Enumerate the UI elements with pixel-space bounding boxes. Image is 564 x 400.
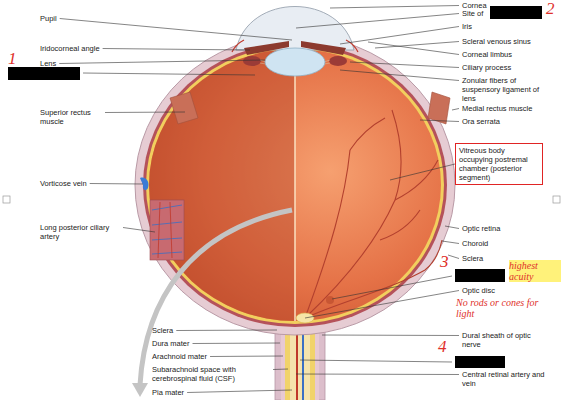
leader-line [296, 14, 459, 29]
leader-line [322, 335, 459, 337]
part-label: Ciliary process [462, 63, 511, 72]
part-label: Medial rectus muscle [462, 104, 532, 113]
part-label: Subarachnoid space with cerebrospinal fl… [152, 365, 270, 383]
leader-line [296, 374, 459, 376]
callout-number: 1 [8, 50, 17, 67]
note-box: Vitreous body occupying postremal chambe… [455, 143, 543, 185]
leader-line [390, 164, 455, 180]
part-label: Ora serrata [462, 117, 500, 126]
leader-line [350, 62, 459, 68]
handwritten-note: No rods or cones for light [456, 297, 556, 319]
handwritten-note: highest acuity [509, 260, 561, 282]
part-label: Long posterior ciliary artery [40, 223, 120, 241]
leader-line [442, 241, 459, 244]
part-label: Iridocorneal angle [40, 44, 100, 53]
leader-line [340, 27, 459, 45]
leader-line [452, 109, 459, 111]
part-label: Sclera [462, 254, 483, 263]
part-label: Pupil [40, 14, 57, 23]
part-label: Scleral venous sinus [462, 37, 531, 46]
leader-line [60, 19, 292, 41]
part-label: Choroid [462, 239, 488, 248]
part-label: Optic retina [462, 224, 500, 233]
part-label: Arachnoid mater [152, 352, 207, 361]
leader-line [105, 112, 185, 114]
note-text: Vitreous body occupying postremal chambe… [459, 146, 539, 182]
part-label: Central retinal artery and vein [462, 370, 552, 388]
leader-line [103, 49, 250, 51]
part-label: Site of [462, 9, 483, 18]
leader-line [330, 6, 459, 9]
leader-line [305, 291, 459, 319]
leader-line [445, 226, 459, 229]
leader-line [340, 70, 459, 81]
part-label: Pia mater [152, 388, 184, 397]
callout-number: 3 [440, 253, 449, 270]
leader-line [193, 343, 280, 345]
leader-line [90, 183, 143, 185]
leader-line [176, 330, 277, 332]
leader-line [123, 228, 155, 233]
leader-line [420, 120, 459, 122]
leader-line [59, 60, 265, 64]
leader-line [448, 255, 459, 259]
part-label: Cornea [462, 1, 487, 10]
part-label: Iris [462, 22, 472, 31]
callout-number: 4 [438, 338, 447, 355]
part-label: Vorticose vein [40, 179, 87, 188]
part-label: Sclera [152, 326, 173, 335]
part-label: Superior rectus muscle [40, 108, 102, 126]
callout-number: 2 [546, 0, 555, 17]
part-label: Zonular fibers of suspensory ligament of… [462, 76, 554, 103]
part-label: Dural sheath of optic nerve [462, 331, 547, 349]
part-label: Dura mater [152, 339, 190, 348]
part-label: Lens [40, 59, 56, 68]
leader-line [368, 42, 459, 55]
leader-line [273, 369, 288, 371]
part-label: Corneal limbus [462, 50, 512, 59]
leader-line [210, 356, 283, 358]
part-label: Optic disc [462, 286, 495, 295]
leader-line [187, 390, 292, 393]
